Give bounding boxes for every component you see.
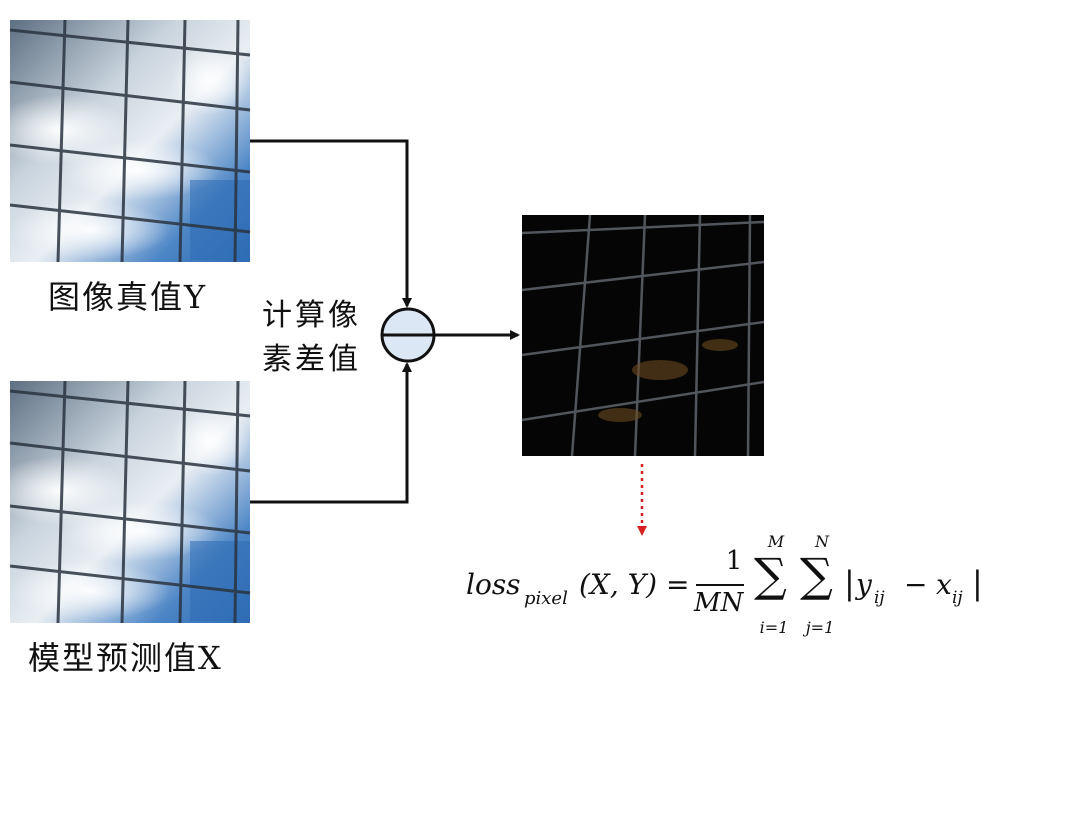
prediction-image: [0, 380, 251, 624]
formula-sum1-lower: i=1: [759, 618, 789, 637]
summation-icon: ∑: [754, 548, 787, 602]
prediction-label: 模型预测值X: [28, 639, 223, 677]
formula-minus: −: [904, 568, 928, 601]
formula-fraction-numerator: 1: [725, 546, 743, 576]
summation-icon: ∑: [800, 548, 833, 602]
abs-bar-right: |: [972, 564, 983, 602]
ground-truth-image: [0, 19, 251, 263]
subtract-node: [380, 307, 436, 363]
formula-y-subscript: ij: [874, 588, 885, 608]
formula-x: x: [936, 568, 952, 601]
abs-bar-left: |: [844, 564, 855, 602]
formula-y: y: [856, 568, 872, 601]
truth-connector-arrow: [250, 139, 412, 308]
formula-fraction-denominator: MN: [694, 588, 744, 618]
pred-connector-arrow: [250, 362, 412, 504]
formula-arguments: (X, Y) =: [579, 568, 690, 601]
formula-fraction-bar: [696, 584, 744, 586]
difference-image: [521, 214, 765, 457]
formula-sum2-lower: j=1: [805, 618, 835, 637]
formula-x-subscript: ij: [952, 588, 963, 608]
formula-loss: loss: [466, 568, 521, 601]
ground-truth-label: 图像真值Y: [48, 278, 208, 316]
formula-sum1-upper: M: [767, 532, 785, 551]
loss-formula: loss pixel (X, Y) = 1 MN M ∑ i=1 N ∑ j=1…: [466, 530, 1006, 642]
operation-label-line2: 素差值: [262, 342, 361, 377]
operation-label-line1: 计算像: [262, 298, 361, 333]
formula-sum2-upper: N: [815, 532, 829, 551]
formula-loss-subscript: pixel: [524, 588, 568, 609]
